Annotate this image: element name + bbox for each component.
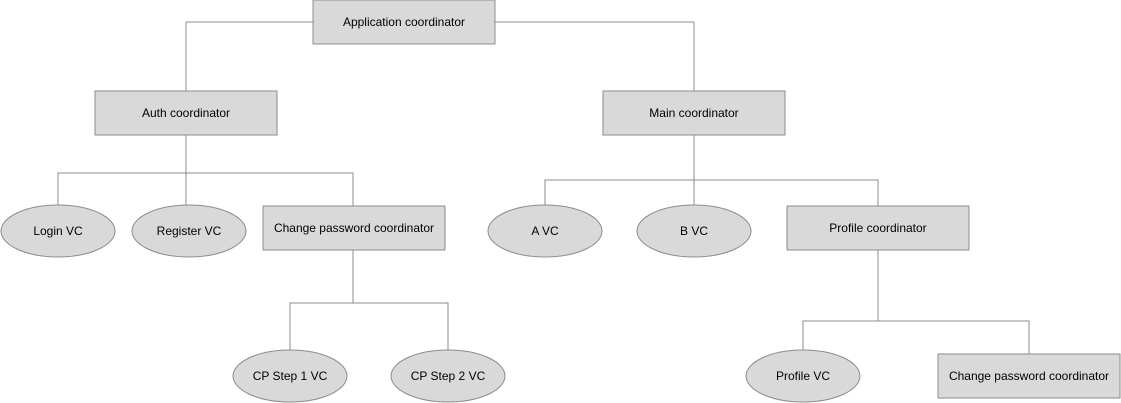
edge-app-auth [185, 21, 313, 91]
node-label: Change password coordinator [949, 369, 1109, 383]
edge-cp-bus [289, 302, 449, 350]
node-label: Profile VC [776, 369, 830, 383]
edges [57, 21, 1030, 354]
node-label: B VC [680, 224, 708, 238]
node-label: Profile coordinator [829, 221, 926, 235]
node-profile-vc[interactable]: Profile VC [745, 349, 861, 403]
node-label: Application coordinator [343, 15, 465, 29]
node-change-password-coordinator-profile[interactable]: Change password coordinator [937, 353, 1121, 399]
node-profile-coordinator[interactable]: Profile coordinator [786, 205, 970, 251]
node-login-vc[interactable]: Login VC [0, 204, 116, 258]
node-b-vc[interactable]: B VC [636, 204, 752, 258]
edge-main-bus [544, 179, 879, 206]
node-application-coordinator[interactable]: Application coordinator [312, 0, 496, 45]
node-cp-step-1-vc[interactable]: CP Step 1 VC [232, 349, 348, 403]
node-label: Register VC [157, 224, 222, 238]
node-change-password-coordinator-auth[interactable]: Change password coordinator [262, 205, 446, 251]
edge-profile-bus [802, 320, 1030, 354]
node-main-coordinator[interactable]: Main coordinator [602, 90, 786, 136]
node-label: A VC [531, 224, 559, 238]
node-label: Login VC [33, 224, 83, 238]
node-label: CP Step 1 VC [253, 369, 328, 383]
node-register-vc[interactable]: Register VC [131, 204, 247, 258]
edge-app-main [495, 21, 695, 91]
node-auth-coordinator[interactable]: Auth coordinator [94, 90, 278, 136]
node-label: Auth coordinator [142, 106, 230, 120]
node-a-vc[interactable]: A VC [487, 204, 603, 258]
node-cp-step-2-vc[interactable]: CP Step 2 VC [390, 349, 506, 403]
node-label: Main coordinator [649, 106, 738, 120]
node-label: CP Step 2 VC [411, 369, 486, 383]
edge-auth-bus [57, 172, 354, 206]
node-label: Change password coordinator [274, 221, 434, 235]
